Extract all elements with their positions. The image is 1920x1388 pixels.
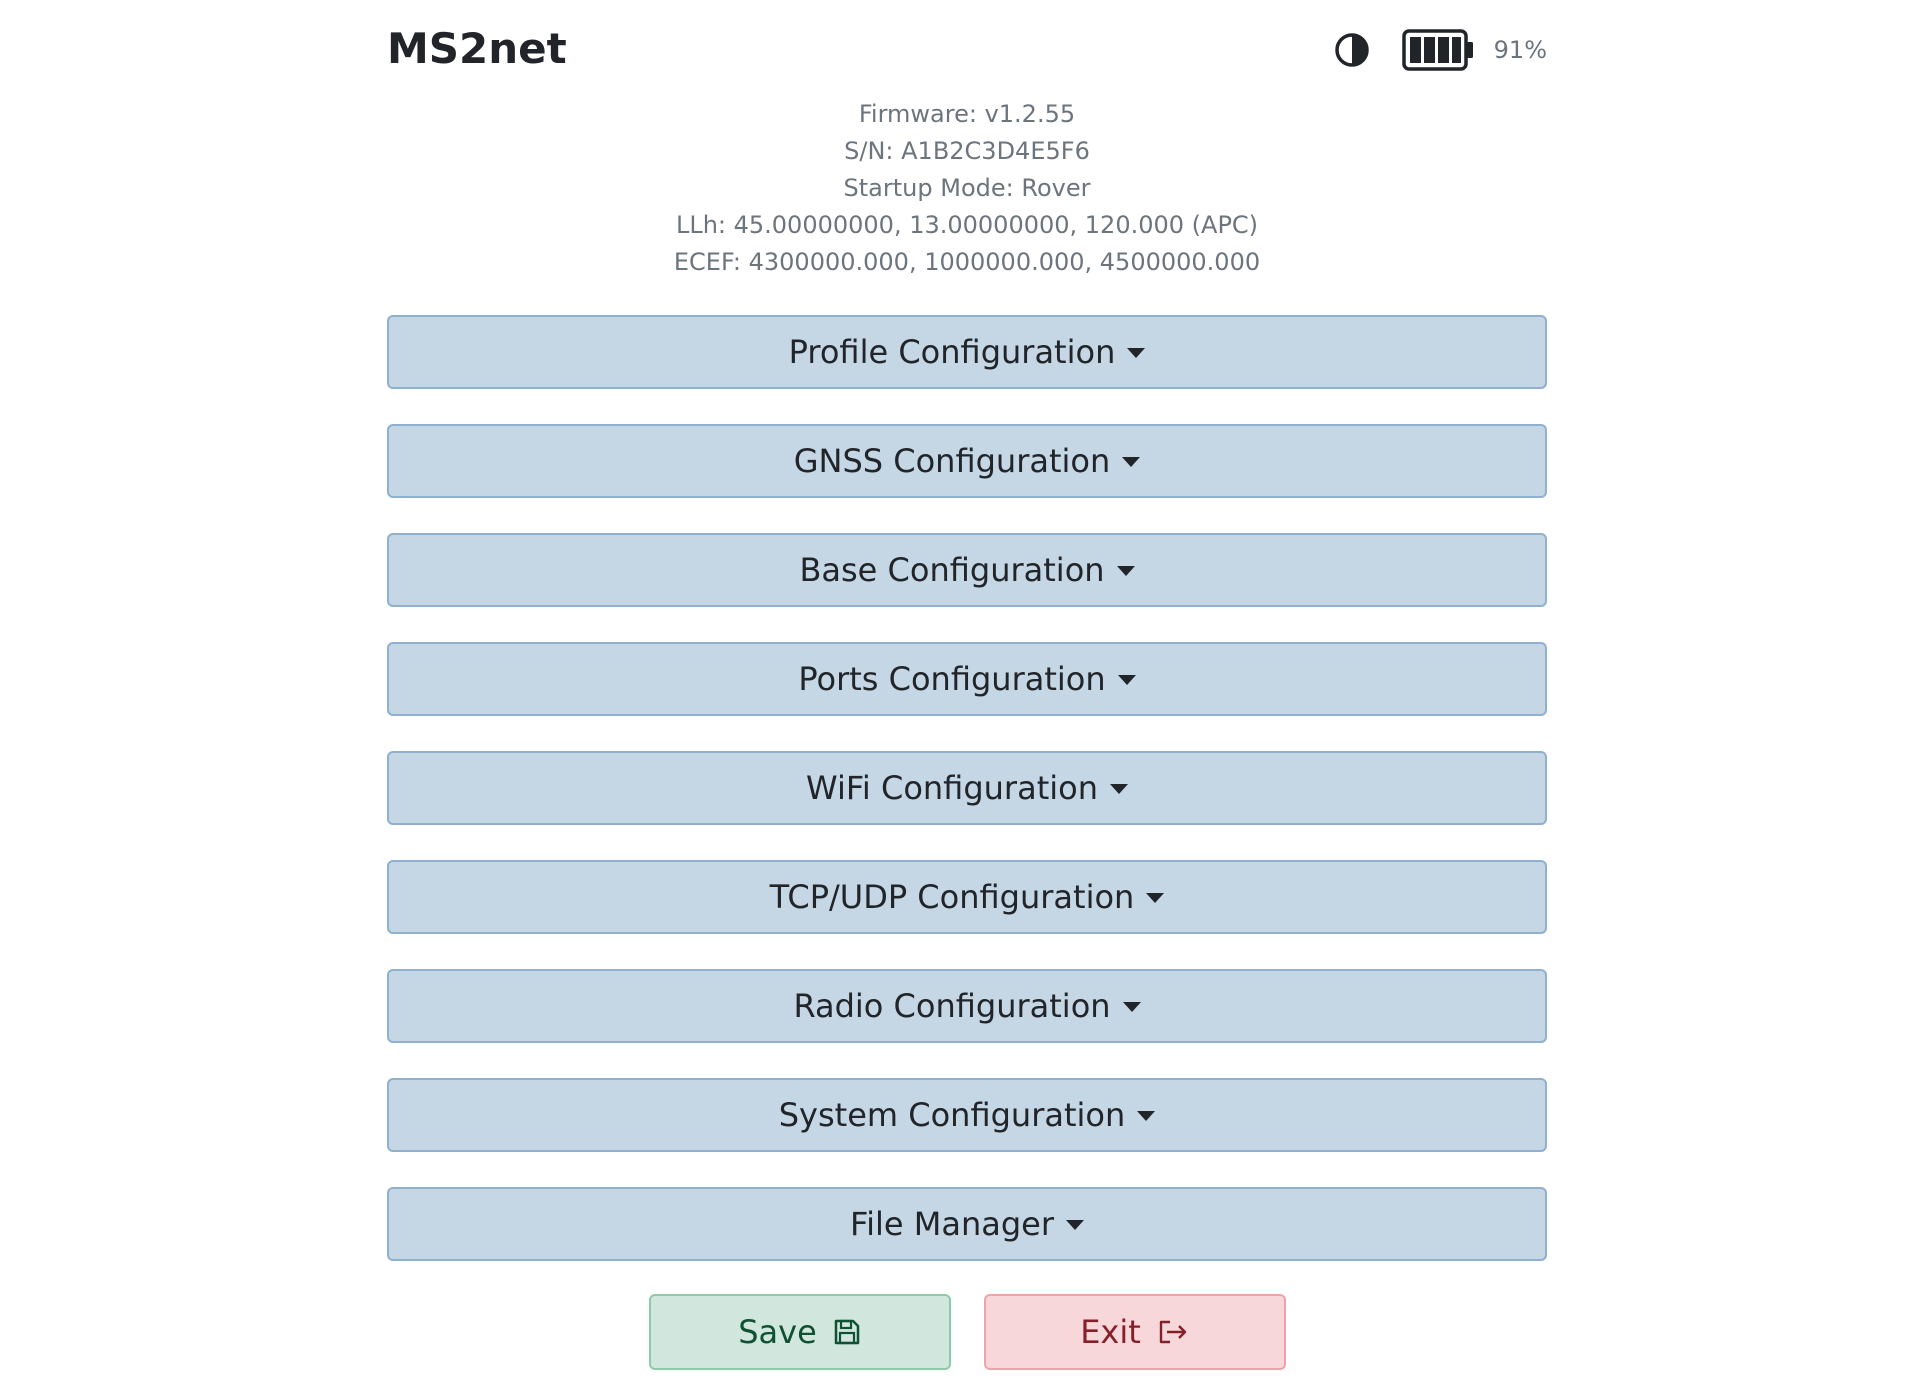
- exit-label: Exit: [1080, 1313, 1141, 1351]
- tcp-udp-configuration-button[interactable]: TCP/UDP Configuration: [387, 860, 1547, 934]
- section-label: Base Configuration: [799, 551, 1105, 589]
- ecef-position: ECEF: 4300000.000, 1000000.000, 4500000.…: [673, 248, 1261, 276]
- caret-down-icon: [1127, 348, 1146, 358]
- section-label: Radio Configuration: [793, 987, 1111, 1025]
- section-label: TCP/UDP Configuration: [769, 878, 1135, 916]
- caret-down-icon: [1109, 784, 1128, 794]
- main-container: MS2net 9: [387, 0, 1547, 1370]
- section-label: Ports Configuration: [798, 660, 1106, 698]
- firmware-version: Firmware: v1.2.55: [858, 100, 1076, 128]
- battery-icon: [1401, 29, 1473, 71]
- serial-number: S/N: A1B2C3D4E5F6: [844, 137, 1090, 165]
- llh-position: LLh: 45.00000000, 13.00000000, 120.000 (…: [675, 211, 1259, 239]
- caret-down-icon: [1065, 1220, 1084, 1230]
- base-configuration-button[interactable]: Base Configuration: [387, 533, 1547, 607]
- ports-configuration-button[interactable]: Ports Configuration: [387, 642, 1547, 716]
- section-label: GNSS Configuration: [793, 442, 1111, 480]
- radio-configuration-button[interactable]: Radio Configuration: [387, 969, 1547, 1043]
- battery-percentage: 91%: [1493, 36, 1547, 64]
- caret-down-icon: [1116, 566, 1135, 576]
- battery-status: 91%: [1401, 28, 1547, 72]
- profile-configuration-button[interactable]: Profile Configuration: [387, 315, 1547, 389]
- gnss-configuration-button[interactable]: GNSS Configuration: [387, 424, 1547, 498]
- header-status: 91%: [1332, 24, 1547, 76]
- section-label: System Configuration: [778, 1096, 1126, 1134]
- app-title: MS2net: [387, 24, 567, 73]
- caret-down-icon: [1122, 1002, 1141, 1012]
- floppy-disk-icon: [833, 1318, 861, 1346]
- theme-toggle-button[interactable]: [1332, 30, 1372, 70]
- startup-mode: Startup Mode: Rover: [843, 174, 1091, 202]
- config-sections: Profile Configuration GNSS Configuration…: [387, 315, 1547, 1261]
- action-buttons: Save Exit: [387, 1294, 1547, 1370]
- caret-down-icon: [1117, 675, 1136, 685]
- wifi-configuration-button[interactable]: WiFi Configuration: [387, 751, 1547, 825]
- section-label: File Manager: [850, 1205, 1054, 1243]
- contrast-icon: [1334, 33, 1369, 67]
- exit-icon: [1157, 1318, 1189, 1346]
- caret-down-icon: [1137, 1111, 1156, 1121]
- header: MS2net 9: [387, 0, 1547, 96]
- system-configuration-button[interactable]: System Configuration: [387, 1078, 1547, 1152]
- caret-down-icon: [1122, 457, 1141, 467]
- save-button[interactable]: Save: [648, 1294, 951, 1370]
- section-label: WiFi Configuration: [806, 769, 1098, 807]
- caret-down-icon: [1146, 893, 1165, 903]
- exit-button[interactable]: Exit: [983, 1294, 1286, 1370]
- file-manager-button[interactable]: File Manager: [387, 1187, 1547, 1261]
- section-label: Profile Configuration: [788, 333, 1116, 371]
- device-info: Firmware: v1.2.55 S/N: A1B2C3D4E5F6 Star…: [387, 96, 1547, 281]
- save-label: Save: [738, 1313, 817, 1351]
